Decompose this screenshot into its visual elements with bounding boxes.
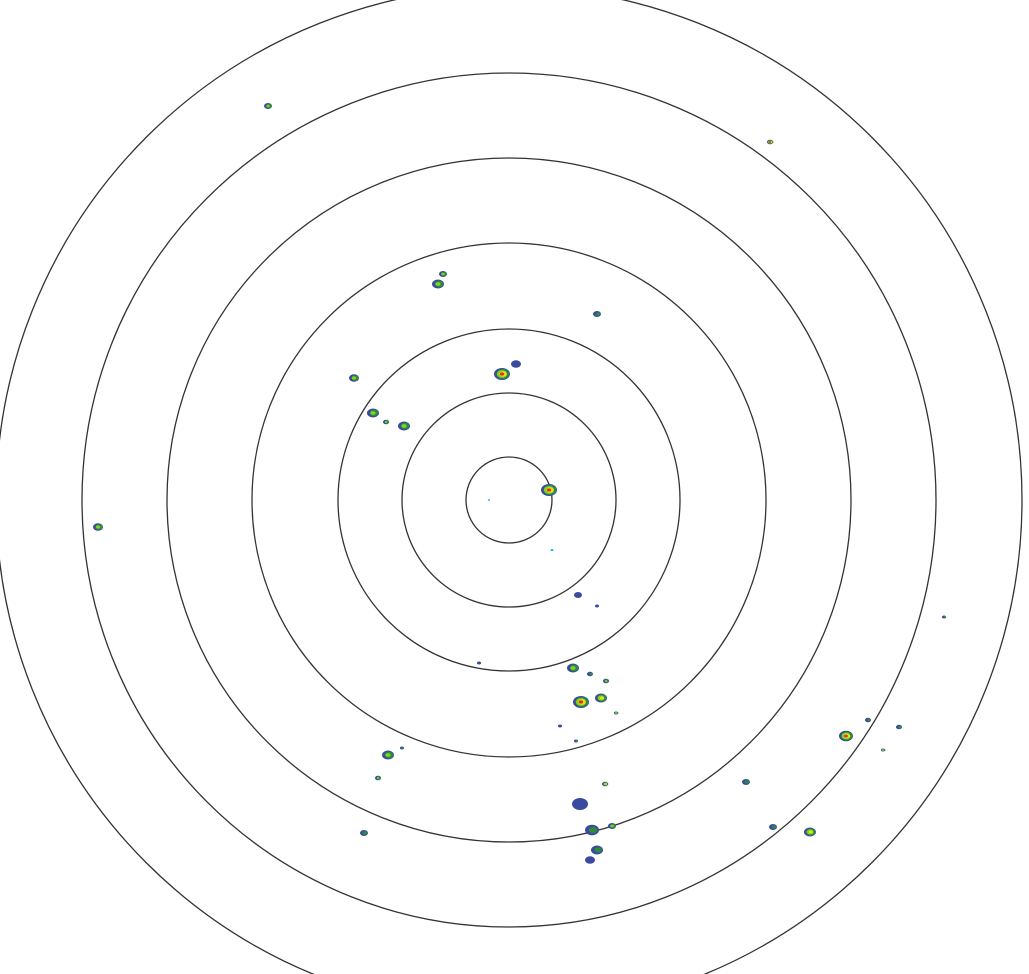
- echo-intensity-1: [588, 826, 598, 834]
- range-ring-1: [465, 456, 553, 544]
- echo-cell: [398, 421, 410, 431]
- echo-intensity-4: [499, 372, 505, 376]
- echo-cell: [587, 671, 593, 677]
- echo-intensity-2: [266, 104, 270, 108]
- echo-intensity-1: [771, 825, 777, 829]
- echo-intensity-0: [477, 661, 481, 665]
- echo-cell: [585, 824, 599, 836]
- echo-intensity-1: [943, 616, 947, 618]
- echo-intensity-4: [578, 700, 584, 704]
- echo-intensity-4: [546, 488, 552, 492]
- echo-cell: [360, 830, 368, 836]
- echo-cell: [865, 717, 871, 723]
- echo-intensity-2: [401, 424, 407, 428]
- echo-intensity-2: [615, 712, 617, 714]
- echo-intensity-1: [594, 847, 602, 853]
- echo-intensity-1: [589, 672, 593, 676]
- echo-intensity-4: [769, 141, 771, 143]
- echo-intensity-0: [574, 592, 582, 598]
- echo-cell: [574, 739, 579, 743]
- echo-cell: [541, 484, 557, 496]
- echo-cell: [804, 827, 816, 837]
- echo-intensity-2: [882, 749, 884, 751]
- range-ring-3: [337, 328, 681, 672]
- echo-cell: [593, 311, 601, 317]
- echo-intensity-2: [95, 525, 101, 529]
- echo-intensity-2: [441, 272, 445, 276]
- echo-intensity-0: [558, 724, 562, 728]
- echo-intensity-1: [401, 747, 405, 749]
- echo-cell: [608, 823, 616, 829]
- echo-intensity-1: [575, 740, 579, 742]
- echo-cell: [511, 360, 521, 368]
- echo-intensity-3: [809, 830, 813, 834]
- echo-intensity-2: [570, 666, 576, 670]
- echo-cell: [367, 408, 379, 418]
- echo-intensity-1: [898, 725, 902, 729]
- echo-cell: [603, 678, 610, 684]
- range-ring-6: [81, 72, 937, 928]
- echo-intensity-0: [595, 604, 599, 608]
- echo-cell: [494, 368, 510, 380]
- echo-intensity-0: [511, 360, 521, 368]
- echo-cell: [614, 711, 619, 715]
- echo-intensity-1: [744, 780, 750, 784]
- echo-intensity-2: [376, 777, 380, 779]
- echo-cell: [93, 523, 103, 531]
- echo-cell: [550, 548, 554, 552]
- echo-intensity-2: [384, 421, 388, 423]
- echo-cell: [439, 271, 447, 277]
- echo-cell: [572, 798, 588, 810]
- echo-cell: [595, 693, 607, 703]
- precipitation-echoes: [93, 103, 947, 864]
- echo-cell: [591, 845, 603, 855]
- echo-intensity-3: [600, 696, 604, 700]
- range-ring-5: [166, 157, 852, 843]
- echo-cell: [264, 103, 272, 109]
- echo-intensity-5: [488, 499, 490, 501]
- echo-cell: [567, 663, 579, 673]
- echo-cell: [602, 781, 609, 787]
- echo-intensity-2: [351, 376, 357, 380]
- echo-cell: [942, 615, 947, 619]
- echo-cell: [769, 824, 777, 830]
- echo-cell: [558, 724, 562, 728]
- echo-intensity-1: [362, 831, 368, 835]
- echo-cell: [839, 730, 853, 742]
- echo-cell: [383, 419, 390, 425]
- echo-cell: [400, 746, 405, 750]
- echo-intensity-5: [550, 548, 554, 552]
- echo-intensity-1: [595, 312, 601, 316]
- echo-cell: [382, 750, 394, 760]
- echo-cell: [574, 592, 582, 598]
- echo-intensity-0: [572, 798, 588, 810]
- echo-intensity-2: [370, 411, 376, 415]
- echo-intensity-4: [844, 734, 848, 738]
- range-ring-2: [401, 392, 617, 608]
- echo-cell: [432, 279, 444, 289]
- echo-cell: [881, 748, 886, 752]
- echo-intensity-2: [435, 282, 441, 286]
- echo-cell: [767, 139, 774, 145]
- echo-cell: [349, 374, 359, 382]
- echo-cell: [585, 856, 595, 864]
- echo-intensity-0: [585, 856, 595, 864]
- echo-cell: [742, 779, 750, 785]
- range-ring-4: [251, 242, 767, 758]
- echo-cell: [488, 499, 490, 501]
- echo-cell: [573, 696, 589, 708]
- echo-intensity-2: [385, 753, 391, 757]
- echo-intensity-2: [610, 824, 614, 828]
- echo-cell: [375, 775, 382, 781]
- echo-intensity-1: [867, 718, 871, 722]
- echo-cell: [896, 724, 902, 730]
- echo-intensity-2: [604, 680, 608, 682]
- echo-cell: [595, 604, 599, 608]
- echo-cell: [477, 661, 481, 665]
- echo-intensity-3: [605, 783, 607, 785]
